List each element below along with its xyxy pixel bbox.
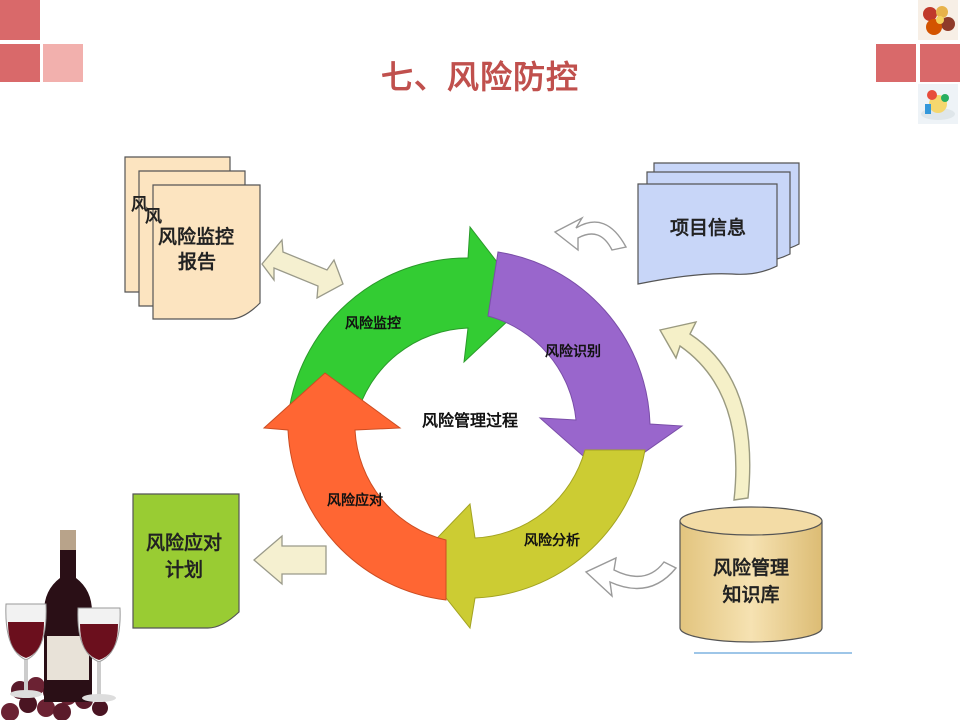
plan-doc-line1: 风险应对 — [146, 531, 222, 554]
corner-square — [0, 0, 40, 40]
report-doc-line2: 报告 — [178, 250, 216, 273]
wine-glass-image — [5, 603, 47, 698]
cycle-segment-identification — [487, 251, 684, 479]
curved-arrow — [553, 216, 628, 252]
project-doc-label: 项目信息 — [670, 216, 746, 239]
curved-arrow — [584, 556, 678, 598]
risk-knowledge-base: 风险管理 知识库 — [679, 506, 823, 643]
cycle-label-identification: 风险识别 — [545, 343, 601, 360]
curved-arrow — [658, 320, 751, 501]
doc-page-front — [637, 183, 778, 285]
food-image — [918, 0, 958, 40]
db-line2: 知识库 — [722, 583, 779, 606]
risk-monitoring-report-doc: 风 风 风险监控 报告 — [124, 156, 261, 320]
wine-decoration — [1, 530, 121, 720]
risk-cycle: 风险监控 风险识别 风险分析 风险应对 风险管理过程 — [262, 225, 684, 630]
slide-title: 七、风险防控 — [380, 58, 579, 96]
db-body — [679, 520, 823, 643]
food-image — [918, 84, 958, 124]
cycle-label-analysis: 风险分析 — [524, 532, 580, 549]
cycle-segment-analysis — [415, 449, 646, 630]
doc-back-char: 风 — [131, 195, 148, 215]
plan-doc-line2: 计划 — [165, 558, 203, 581]
corner-square — [43, 44, 83, 82]
risk-response-plan-doc: 风险应对 计划 — [132, 493, 240, 629]
report-doc-line1: 风险监控 — [158, 225, 234, 248]
block-arrow — [253, 534, 327, 586]
project-info-doc: 项目信息 — [637, 162, 800, 285]
cycle-segment-response — [262, 372, 447, 601]
cycle-label-monitoring: 风险监控 — [345, 315, 401, 332]
db-top — [679, 506, 823, 536]
doc-back-char: 风 — [145, 207, 162, 227]
corner-square — [0, 44, 40, 82]
cycle-center-label: 风险管理过程 — [422, 411, 518, 430]
corner-square — [920, 44, 960, 82]
corner-square — [876, 44, 916, 82]
wine-glass-image — [77, 607, 121, 702]
double-arrow — [261, 238, 344, 300]
db-line1: 风险管理 — [713, 556, 789, 579]
cycle-segment-monitoring — [287, 225, 529, 419]
doc-page — [132, 493, 240, 629]
cycle-label-response: 风险应对 — [327, 492, 383, 509]
doc-page-front — [152, 184, 261, 320]
